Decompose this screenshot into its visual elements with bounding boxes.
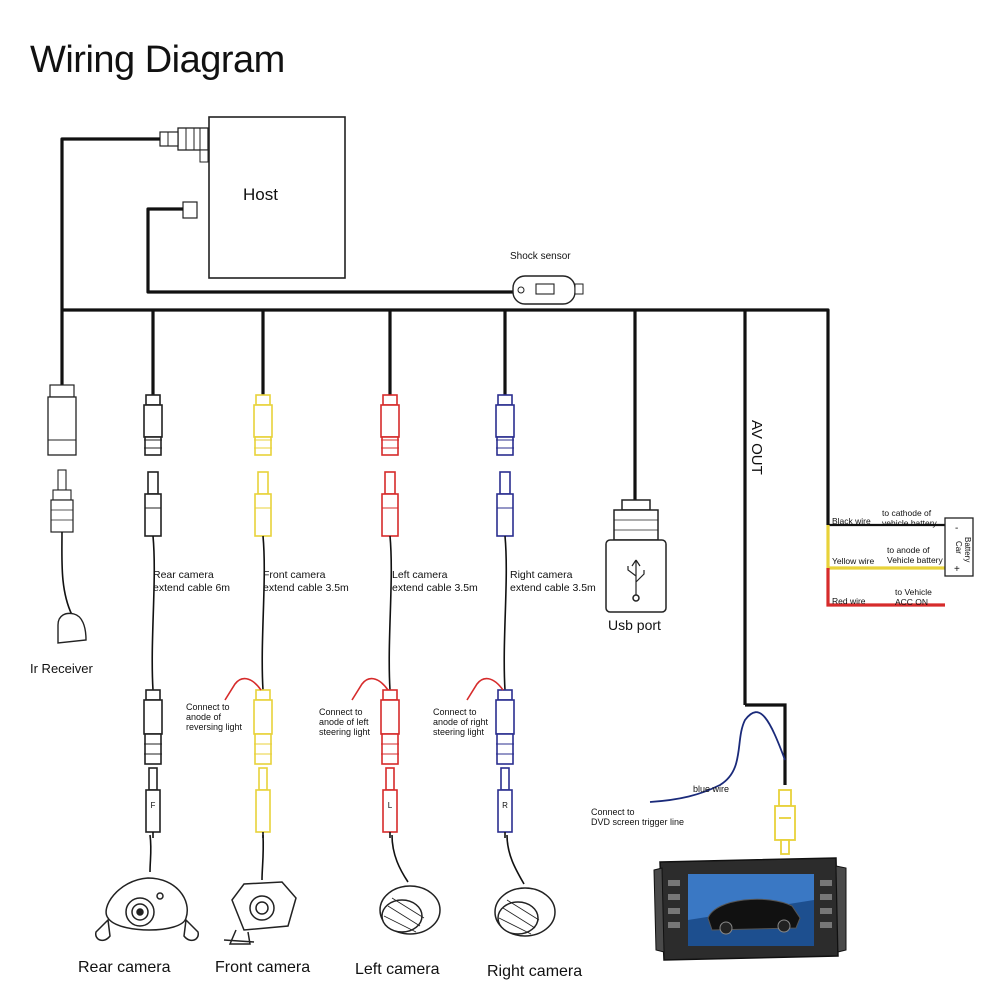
right-note-1: Connect to — [433, 707, 477, 717]
front-camera-label: Front camera — [215, 959, 310, 976]
right-camera-label: Right camera — [487, 963, 582, 980]
yellow-wire-to-1: to anode of — [887, 545, 930, 555]
dvd-note-1: Connect to — [591, 807, 635, 817]
right-camera-connectors: R — [466, 394, 515, 838]
right-note-3: steering light — [433, 727, 485, 737]
yellow-wire-to-2: Vehicle battery — [887, 555, 944, 565]
rear-camera-connectors: F — [143, 394, 163, 838]
av-out-label: AV OUT — [748, 420, 765, 475]
cable-labels: Rear camera extend cable 6m Front camera… — [153, 569, 596, 594]
left-camera-icon — [379, 834, 441, 935]
rear-camera-label: Rear camera — [78, 959, 171, 976]
left-note-3: steering light — [319, 727, 371, 737]
host-label: Host — [243, 185, 278, 204]
left-camera-connectors: L — [351, 394, 400, 838]
reversing-note-2: anode of — [186, 712, 222, 722]
right-cable-label-1: Right camera — [510, 569, 573, 581]
car-battery-icon — [944, 517, 974, 577]
front-camera-icon — [223, 834, 297, 945]
battery-label-1: Car — [954, 541, 963, 554]
host-aux-connector — [182, 201, 198, 219]
blue-wire — [649, 711, 786, 803]
yellow-wire-label: Yellow wire — [832, 556, 874, 566]
ir-receiver: Ir Receiver — [30, 384, 94, 676]
ir-receiver-label: Ir Receiver — [30, 661, 94, 676]
diagram-title: Wiring Diagram — [30, 39, 285, 81]
battery-label-2: Battery — [963, 537, 972, 562]
host-connector — [177, 127, 209, 151]
red-wire-to-2: ACC ON — [895, 597, 928, 607]
battery-minus: - — [955, 523, 958, 534]
front-cable-label-1: Front camera — [263, 569, 326, 581]
svg-text:extend cable 6m: extend cable 6m — [153, 582, 230, 594]
power-wiring: Black wire to cathode of vehicle battery… — [826, 508, 974, 607]
usb-label: Usb port — [608, 617, 661, 633]
rear-camera-icon — [95, 834, 199, 942]
battery-plus: + — [954, 564, 960, 575]
left-camera-label: Left camera — [355, 961, 440, 978]
svg-text:Rear camera: Rear camera — [153, 569, 214, 581]
black-wire-label: Black wire — [832, 516, 871, 526]
reversing-note-1: Connect to — [186, 702, 230, 712]
shock-sensor: Shock sensor — [510, 251, 584, 305]
right-plug-letter: R — [502, 801, 508, 810]
rear-plug-letter: F — [151, 801, 156, 810]
front-cable-label-2: extend cable 3.5m — [263, 582, 349, 594]
red-wire-to-1: to Vehicle — [895, 587, 932, 597]
svg-text:extend cable 3.5m: extend cable 3.5m — [510, 582, 596, 594]
black-wire-to-2: vehicle battery — [882, 518, 938, 528]
left-cable-label-2: extend cable 3.5m — [392, 582, 478, 594]
svg-text:extend cable 3.5m: extend cable 3.5m — [263, 582, 349, 594]
red-wire-label: Red wire — [832, 596, 866, 606]
shock-sensor-label: Shock sensor — [510, 251, 571, 262]
left-plug-letter: L — [388, 801, 393, 810]
svg-text:extend cable 3.5m: extend cable 3.5m — [392, 582, 478, 594]
svg-text:Front camera: Front camera — [263, 569, 326, 581]
dvd-head-unit — [653, 857, 847, 961]
usb-port: Usb port — [605, 499, 667, 633]
host-box: Host — [159, 116, 346, 279]
av-out: AV OUT blue wire Connect to DVD screen t… — [591, 420, 796, 855]
blue-wire-label: blue wire — [693, 784, 729, 794]
trigger-notes: Connect to anode of reversing light Conn… — [186, 702, 489, 737]
right-note-2: anode of right — [433, 717, 489, 727]
main-wiring — [60, 137, 830, 705]
black-wire-to-1: to cathode of — [882, 508, 932, 518]
svg-text:Left camera: Left camera — [392, 569, 448, 581]
svg-text:Car: Car — [954, 541, 963, 554]
right-camera-icon — [494, 834, 556, 937]
right-cable-label-2: extend cable 3.5m — [510, 582, 596, 594]
dvd-note-2: DVD screen trigger line — [591, 817, 684, 827]
reversing-note-3: reversing light — [186, 722, 243, 732]
camera-names: Rear camera Front camera Left camera Rig… — [78, 959, 582, 980]
svg-text:Battery: Battery — [963, 537, 972, 562]
svg-text:Right camera: Right camera — [510, 569, 573, 581]
rear-cable-label-1: Rear camera — [153, 569, 214, 581]
front-camera-connectors — [224, 394, 273, 838]
left-note-1: Connect to — [319, 707, 363, 717]
left-note-2: anode of left — [319, 717, 369, 727]
left-cable-label-1: Left camera — [392, 569, 448, 581]
rear-cable-label-2: extend cable 6m — [153, 582, 230, 594]
